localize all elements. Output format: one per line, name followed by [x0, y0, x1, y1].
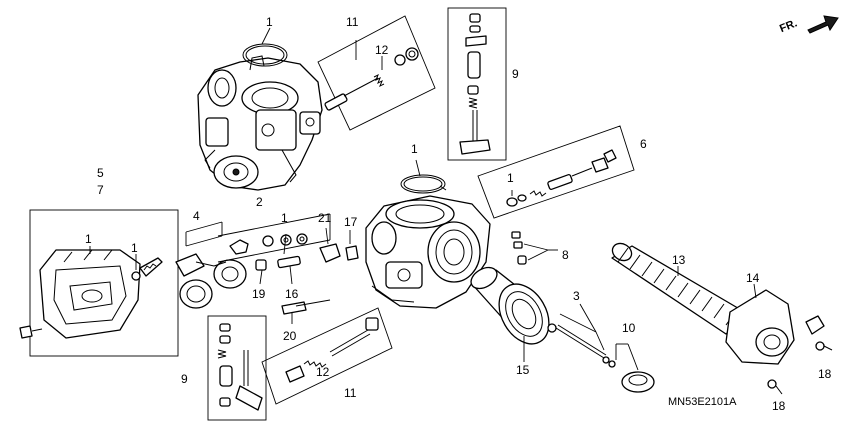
callout-11-top: 11: [346, 15, 359, 29]
callout-1-pump: 1: [281, 211, 288, 225]
callout-6: 6: [640, 137, 647, 151]
callout-18-right: 18: [818, 367, 832, 381]
callout-18-bottom: 18: [772, 399, 786, 413]
callout-8: 8: [562, 248, 569, 262]
side-cover-assembly-drawing: [19, 209, 179, 357]
callout-15: 15: [516, 363, 530, 377]
callout-1-jet-set: 1: [507, 171, 514, 185]
needle-set-bottom-drawing: [261, 307, 393, 405]
leader-lines: [89, 27, 679, 324]
callout-16: 16: [285, 287, 299, 301]
callout-17: 17: [344, 215, 358, 229]
throttle-screw-set-top-drawing: [447, 7, 507, 161]
throttle-screw-set-bottom-drawing: [207, 315, 267, 421]
carburetor-rear-drawing: [197, 55, 323, 191]
callout-14: 14: [746, 271, 760, 285]
callout-1-side-cover: 1: [85, 232, 92, 246]
callout-12-bottom: 12: [316, 365, 330, 379]
cable-and-cap-drawing: [555, 303, 655, 393]
bolts-18-drawing: [767, 315, 833, 395]
callout-10: 10: [622, 321, 636, 335]
o-ring-center-drawing: [400, 174, 446, 194]
callout-13: 13: [672, 253, 686, 267]
needle-set-top-drawing: [317, 15, 436, 131]
callout-9-bottom: 9: [181, 372, 188, 386]
screw-set-8-drawing: [511, 231, 558, 265]
callout-5: 5: [97, 166, 104, 180]
accelerator-pump-drawing: [175, 213, 359, 315]
diagram-reference-code: MN53E2101A: [668, 396, 737, 408]
callout-7: 7: [97, 183, 104, 197]
air-cover-drawing: [725, 283, 795, 365]
air-funnel-drawing: [470, 266, 557, 362]
callout-11-bottom: 11: [344, 386, 357, 400]
front-direction-arrow-icon: [807, 15, 839, 34]
callout-1-top-carb: 1: [266, 15, 273, 29]
carburetor-front-drawing: [365, 195, 491, 309]
callout-19: 19: [252, 287, 266, 301]
callout-21: 21: [318, 211, 332, 225]
callout-12-top: 12: [375, 43, 389, 57]
jet-needle-set-drawing: [477, 125, 635, 219]
callout-2: 2: [256, 195, 263, 209]
callout-3: 3: [573, 289, 580, 303]
callout-20: 20: [283, 329, 297, 343]
callout-4: 4: [193, 209, 200, 223]
callout-1-center-oring: 1: [411, 142, 418, 156]
callout-9-top: 9: [512, 67, 519, 81]
callout-1-cover-screw: 1: [131, 241, 138, 255]
o-ring-top-drawing: [242, 43, 288, 67]
